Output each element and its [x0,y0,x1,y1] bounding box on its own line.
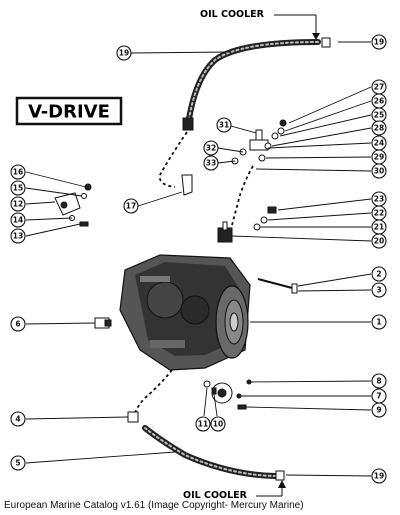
sender-assembly [54,183,92,227]
leader-lines [25,41,372,477]
svg-text:25: 25 [374,111,384,120]
svg-text:11: 11 [198,420,208,429]
svg-text:23: 23 [374,195,384,204]
callout-12: 12 [10,196,26,212]
callout-6: 6 [10,316,26,332]
callout-16: 16 [10,164,26,180]
arrow-up-icon [278,480,286,488]
svg-text:29: 29 [374,153,384,162]
svg-text:10: 10 [213,420,223,429]
svg-text:7: 7 [376,392,381,401]
transmission-body [119,254,251,371]
callout-3: 3 [371,282,387,298]
svg-text:6: 6 [15,320,20,329]
middle-dash-path [231,165,254,226]
oil-cooler-top-label: OIL COOLER [200,9,320,40]
callout-25: 25 [371,107,387,123]
svg-text:19: 19 [119,49,129,58]
callout-31: 31 [216,117,232,133]
callout-32: 32 [203,140,219,156]
svg-text:24: 24 [374,139,384,148]
fitting-6 [94,317,112,329]
callout-9: 9 [371,402,387,418]
svg-text:22: 22 [374,209,384,218]
callout-2: 2 [371,266,387,282]
callout-15: 15 [10,180,26,196]
svg-text:20: 20 [374,237,384,246]
oil-cooler-top-text: OIL COOLER [200,9,265,20]
callout-13: 13 [10,228,26,244]
svg-text:4: 4 [15,415,20,424]
fitting-cluster [231,119,287,165]
svg-text:17: 17 [126,202,136,211]
svg-text:8: 8 [376,377,381,386]
svg-text:12: 12 [13,200,23,209]
elbow-fitting-17 [181,174,193,196]
svg-text:2: 2 [376,270,381,279]
bolt-2 [257,278,298,294]
svg-text:21: 21 [374,223,384,232]
callout-27: 27 [371,79,387,95]
callout-14: 14 [10,212,26,228]
upper-hose [182,37,331,131]
svg-text:15: 15 [13,184,23,193]
callout-10: 10 [210,416,226,432]
svg-text:30: 30 [374,167,384,176]
callout-19-upper-left: 19 [116,45,132,61]
callout-24: 24 [371,135,387,151]
callout-1: 1 [371,314,387,330]
callout-33: 33 [203,155,219,171]
callout-29: 29 [371,149,387,165]
callout-7: 7 [371,388,387,404]
diagram-title: V-DRIVE [28,102,110,123]
cover-plate [203,379,252,410]
svg-text:19: 19 [374,38,384,47]
callout-17: 17 [123,198,139,214]
callout-23: 23 [371,191,387,207]
callout-26: 26 [371,93,387,109]
callout-11: 11 [195,416,211,432]
svg-text:9: 9 [376,406,381,415]
svg-text:28: 28 [374,124,384,133]
svg-text:3: 3 [376,286,381,295]
svg-text:19: 19 [374,472,384,481]
callout-22: 22 [371,205,387,221]
svg-text:31: 31 [219,121,229,130]
svg-text:5: 5 [15,459,20,468]
oil-cooler-bottom-label: OIL COOLER [183,480,286,501]
callout-20: 20 [371,233,387,249]
svg-text:13: 13 [13,232,23,241]
callouts: 19 19 31 27 26 25 28 24 32 33 29 30 16 1… [10,34,387,484]
svg-text:32: 32 [206,144,216,153]
callout-8: 8 [371,373,387,389]
callout-19-upper-right: 19 [371,34,387,50]
lower-dash-path [134,369,173,414]
arrow-down-icon [312,33,320,40]
callout-21: 21 [371,219,387,235]
svg-text:27: 27 [374,83,384,92]
svg-text:1: 1 [376,318,381,327]
callout-5: 5 [10,455,26,471]
oil-cooler-bottom-text: OIL COOLER [183,490,248,501]
callout-28: 28 [371,120,387,136]
upper-dash-path [158,131,188,188]
callout-19-lower: 19 [371,468,387,484]
callout-30: 30 [371,163,387,179]
title-box: V-DRIVE [15,96,123,126]
svg-text:16: 16 [13,168,23,177]
image-caption: European Marine Catalog v1.61 (Image Cop… [4,500,304,511]
fittings-20-23 [217,206,277,243]
svg-text:14: 14 [13,216,23,225]
svg-text:33: 33 [206,159,216,168]
callout-4: 4 [10,411,26,427]
svg-text:26: 26 [374,97,384,106]
